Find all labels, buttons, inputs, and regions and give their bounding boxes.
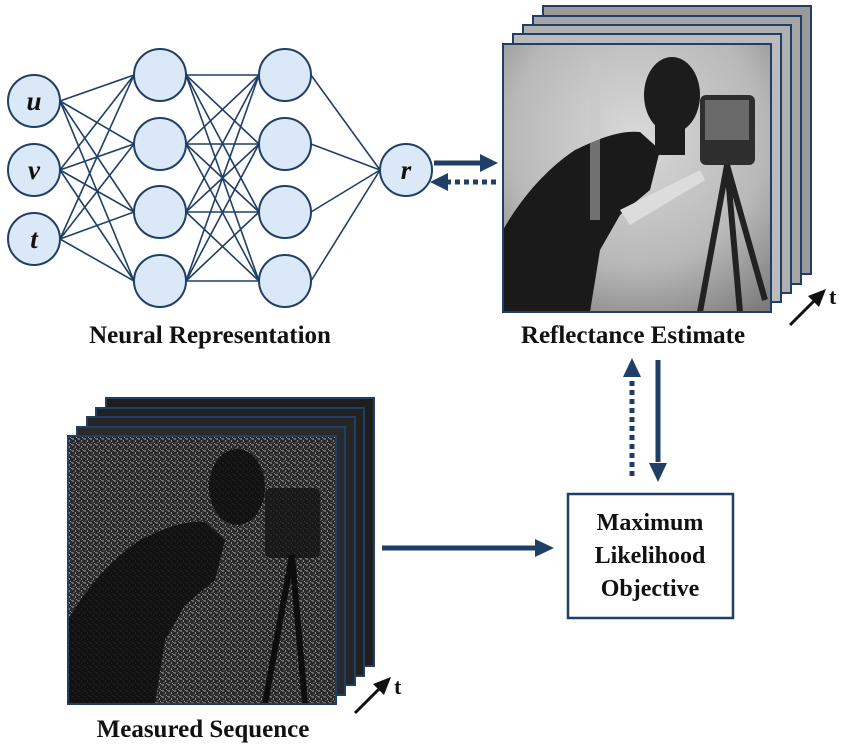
hidden-node bbox=[258, 117, 312, 171]
objective-box: Maximum Likelihood Objective bbox=[566, 492, 735, 620]
hidden-node bbox=[133, 254, 187, 308]
network-nodes: u v t r bbox=[7, 48, 433, 308]
objective-line-2: Likelihood bbox=[595, 543, 706, 569]
input-node-u bbox=[7, 74, 61, 128]
network-edge bbox=[185, 74, 260, 213]
reflectance-time-label: t bbox=[829, 284, 837, 309]
estimate-to-objective-arrow bbox=[649, 360, 667, 482]
network-edge bbox=[310, 169, 381, 282]
reflectance-time-arrow: t bbox=[788, 284, 837, 327]
measured-sequence-caption: Measured Sequence bbox=[97, 716, 310, 743]
forward-arrow bbox=[434, 154, 498, 172]
input-node-t bbox=[7, 212, 61, 266]
measured-time-label: t bbox=[394, 674, 402, 699]
measured-image bbox=[68, 436, 336, 704]
neural-representation-caption: Neural Representation bbox=[89, 322, 331, 349]
network-edge bbox=[310, 74, 381, 171]
network-edge bbox=[59, 211, 135, 240]
network-edge bbox=[59, 143, 135, 240]
reflectance-image bbox=[503, 44, 771, 312]
network-edge bbox=[185, 74, 260, 282]
node-label-t: t bbox=[30, 224, 39, 254]
reflectance-estimate-caption: Reflectance Estimate bbox=[521, 322, 745, 349]
measured-stack bbox=[67, 397, 375, 705]
network-edge bbox=[310, 169, 381, 213]
network-edge bbox=[59, 74, 135, 240]
hidden-node bbox=[133, 48, 187, 102]
network-edge bbox=[59, 238, 135, 282]
measured-to-objective-arrow bbox=[382, 539, 554, 557]
hidden-node bbox=[258, 254, 312, 308]
network-edges bbox=[59, 74, 381, 282]
objective-line-1: Maximum bbox=[597, 510, 704, 536]
hidden-node bbox=[258, 185, 312, 239]
network-edge bbox=[59, 74, 135, 102]
measured-time-arrow: t bbox=[353, 674, 402, 715]
hidden-node bbox=[133, 185, 187, 239]
hidden-node bbox=[258, 48, 312, 102]
objective-line-3: Objective bbox=[601, 576, 700, 602]
hidden-node bbox=[133, 117, 187, 171]
reflectance-stack bbox=[502, 5, 812, 313]
network-edge bbox=[185, 143, 260, 282]
objective-to-estimate-arrow bbox=[623, 358, 641, 476]
network-edge bbox=[185, 211, 260, 282]
node-label-r: r bbox=[401, 155, 412, 185]
backward-arrow bbox=[430, 173, 496, 191]
network-edge bbox=[59, 74, 135, 171]
node-label-u: u bbox=[26, 86, 41, 116]
node-label-v: v bbox=[28, 155, 41, 185]
network-edge bbox=[310, 143, 381, 171]
input-node-v bbox=[7, 143, 61, 197]
output-node-r bbox=[379, 143, 433, 197]
network-edge bbox=[185, 74, 260, 145]
